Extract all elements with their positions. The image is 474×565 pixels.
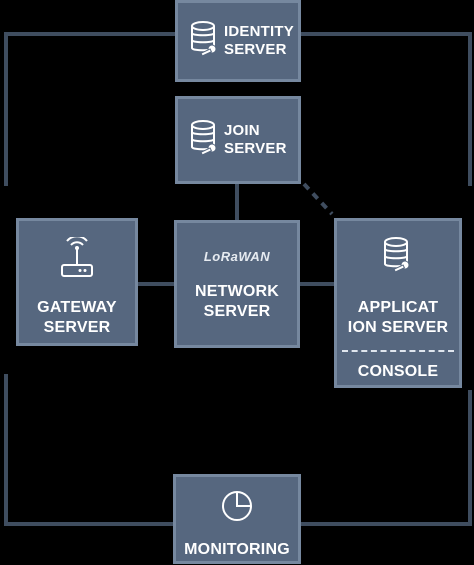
database-key-icon <box>190 118 220 163</box>
network-server-box[interactable]: LoRaWAN NETWORK SERVER <box>174 220 300 348</box>
outer-loop-left-bottom <box>4 374 175 526</box>
console-label[interactable]: CONSOLE <box>357 363 439 380</box>
gateway-server-label-line1: GATEWAY <box>37 299 117 316</box>
identity-server-label-line1: IDENTITY <box>224 23 294 40</box>
console-divider <box>342 350 454 352</box>
gateway-server-label-line2: SERVER <box>43 319 111 336</box>
monitoring-box[interactable]: MONITORING <box>173 474 301 564</box>
pie-chart-icon <box>220 489 254 528</box>
identity-server-label-line2: SERVER <box>224 41 287 58</box>
monitoring-label: MONITORING <box>184 541 290 558</box>
gateway-server-box[interactable]: GATEWAY SERVER <box>16 218 138 346</box>
identity-server-box[interactable]: IDENTITY SERVER <box>175 0 301 82</box>
join-server-label-line1: JOIN <box>224 122 260 139</box>
outer-loop-right-top <box>300 32 472 186</box>
application-server-label-line1: APPLICAT <box>357 299 439 316</box>
gateway-antenna-icon <box>60 235 94 284</box>
outer-loop-right-bottom <box>300 390 472 526</box>
database-key-icon <box>383 235 413 280</box>
join-server-box[interactable]: JOIN SERVER <box>175 96 301 184</box>
database-key-icon <box>190 19 220 64</box>
join-server-label-line2: SERVER <box>224 140 287 157</box>
join-to-application-dashed-line <box>302 182 334 216</box>
lorawan-logo: LoRaWAN <box>203 249 271 264</box>
application-server-box[interactable]: APPLICAT ION SERVER CONSOLE <box>334 218 462 388</box>
application-server-label-line2: ION SERVER <box>347 319 449 336</box>
outer-loop-left-top <box>4 32 175 186</box>
network-server-label-line2: SERVER <box>203 303 271 320</box>
network-server-label-line1: NETWORK <box>194 283 280 300</box>
